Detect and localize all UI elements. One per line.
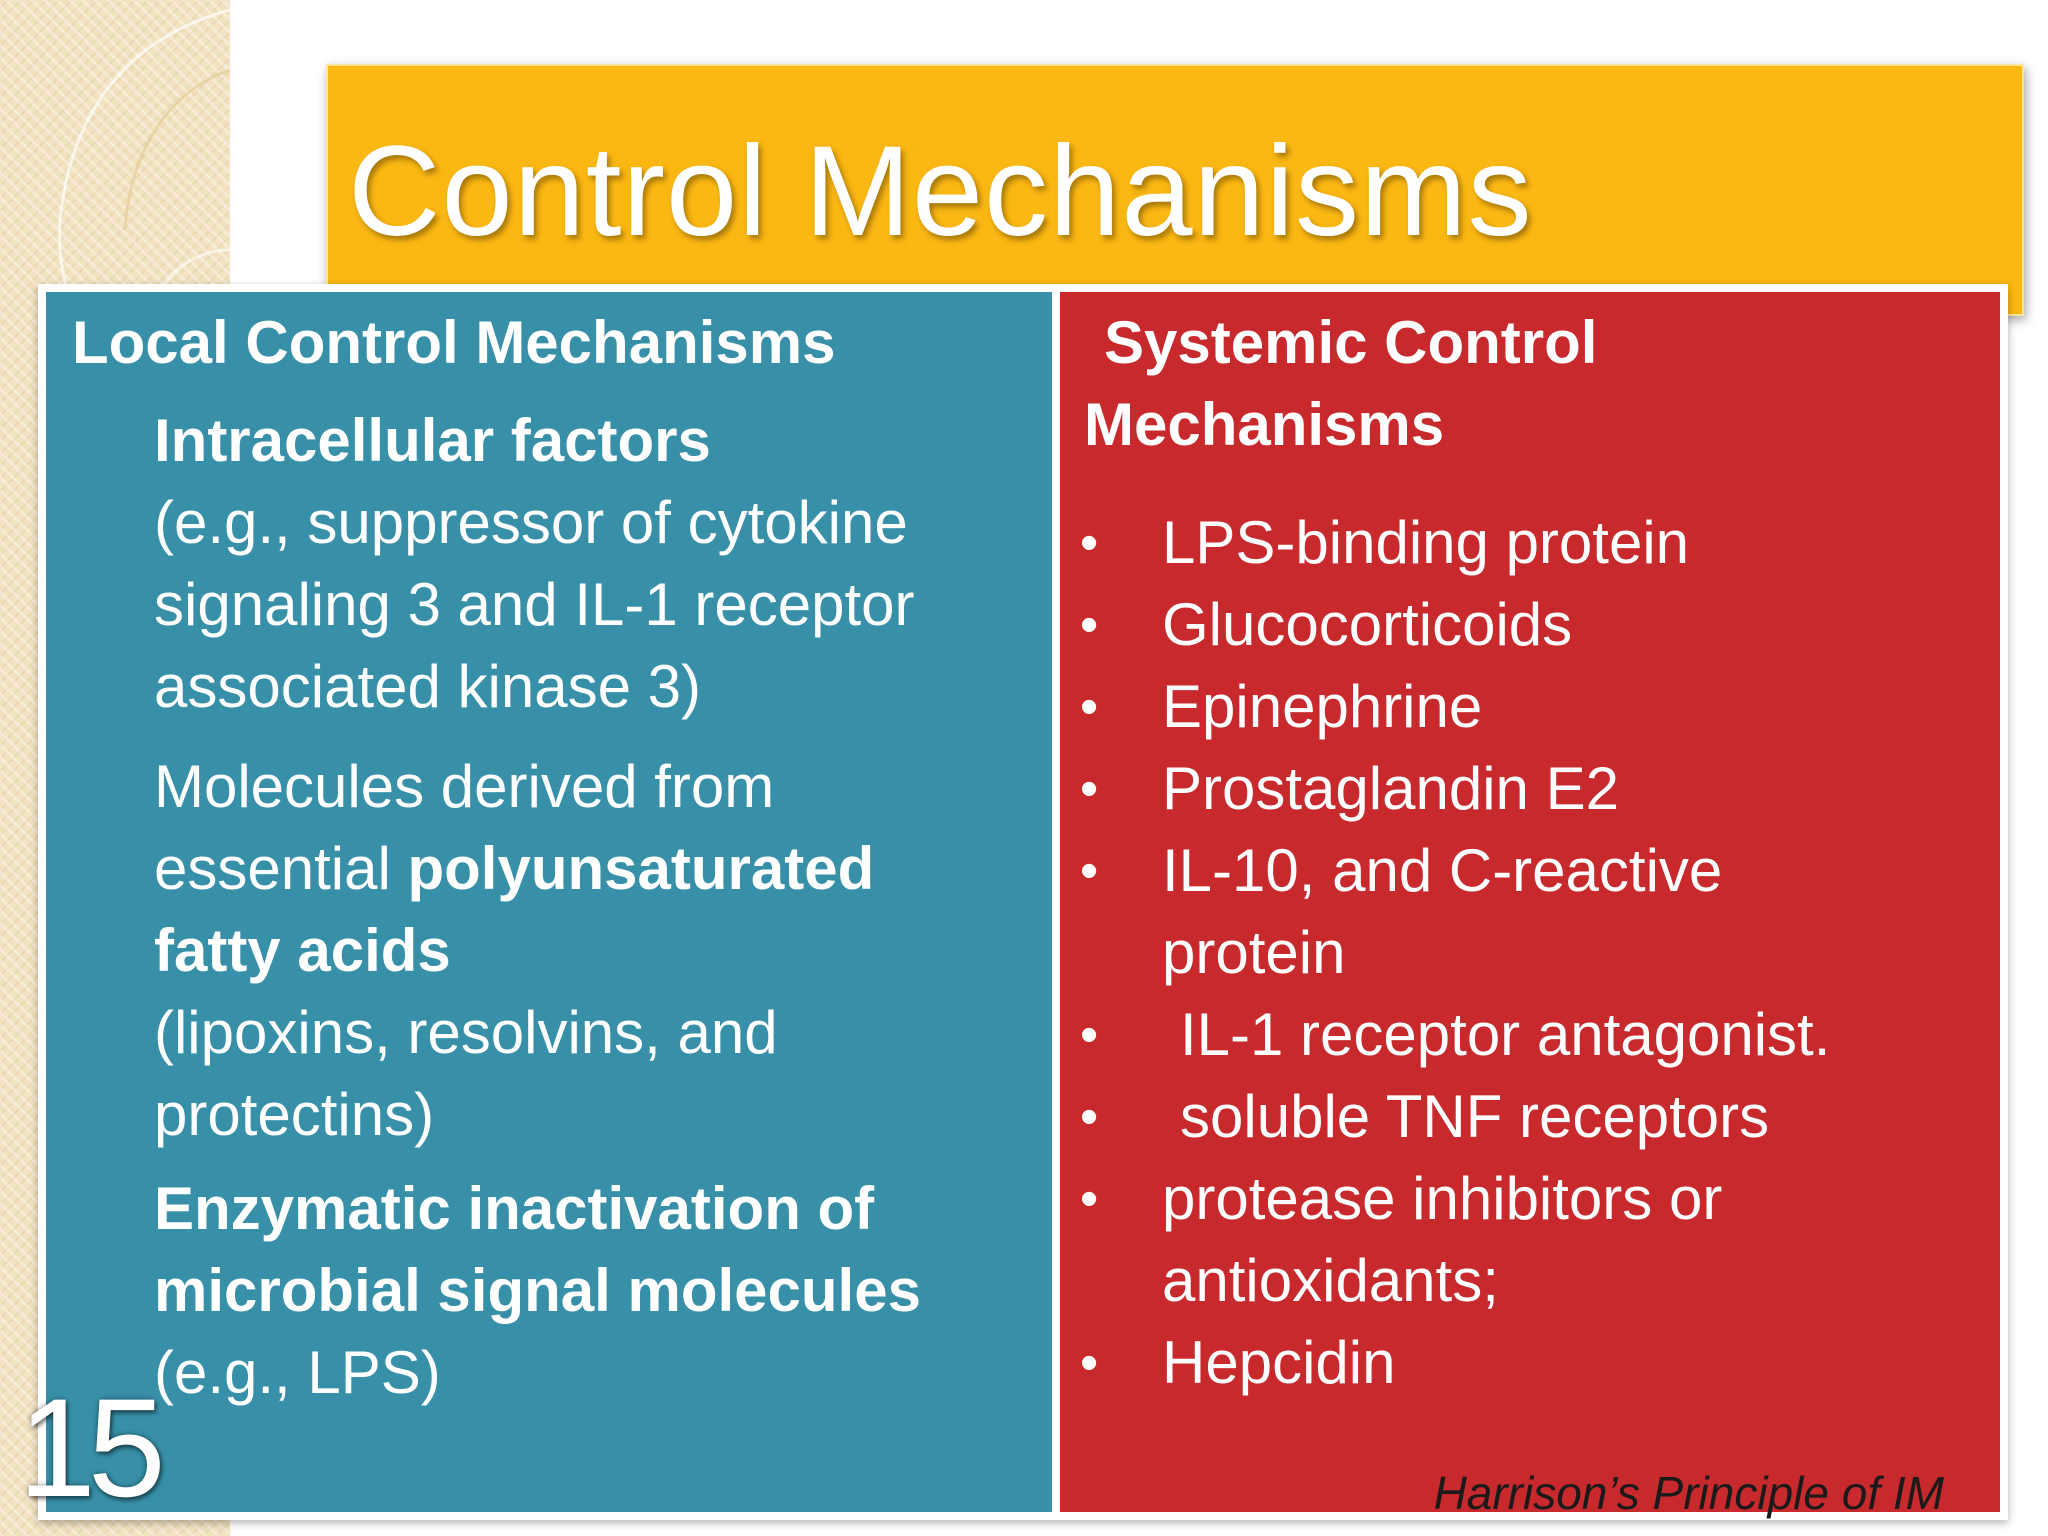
bullet-icon: • (1080, 1006, 1099, 1064)
bullet-icon: • (1080, 514, 1099, 572)
intracellular-factors-title: Intracellular factors (154, 407, 711, 474)
list-item: •IL-1 receptor antagonist. (1080, 994, 2002, 1076)
enzymatic-inactivation-line: (e.g., LPS) (154, 1339, 441, 1406)
list-item: •soluble TNF receptors (1080, 1076, 2002, 1158)
local-heading: Local Control Mechanisms (72, 309, 836, 376)
intracellular-factors-block: Intracellular factors (e.g., suppressor … (154, 400, 1054, 728)
intracellular-factors-line: signaling 3 and IL-1 receptor (154, 571, 915, 638)
fatty-acids-line: Molecules derived from (154, 753, 775, 820)
fatty-acids-bold: polyunsaturated (407, 835, 875, 902)
intracellular-factors-line: (e.g., suppressor of cytokine (154, 489, 908, 556)
content-frame: Local Control Mechanisms Intracellular f… (38, 284, 2008, 1520)
enzymatic-inactivation-title: microbial signal molecules (154, 1257, 921, 1324)
bullet-icon: • (1080, 1088, 1099, 1146)
intracellular-factors-line: associated kinase 3) (154, 653, 701, 720)
fatty-acids-line: (lipoxins, resolvins, and (154, 999, 778, 1066)
bullet-icon: • (1080, 760, 1099, 818)
bullet-icon: • (1080, 596, 1099, 654)
fatty-acids-line: protectins) (154, 1081, 435, 1148)
list-item: •Hepcidin (1080, 1322, 2002, 1404)
list-item: •Prostaglandin E2 (1080, 748, 2002, 830)
fatty-acids-line-mixed: essential polyunsaturated (154, 828, 1054, 910)
local-control-column: Local Control Mechanisms Intracellular f… (46, 292, 1052, 1512)
bullet-icon: • (1080, 1170, 1099, 1228)
slide-title: Control Mechanisms (348, 120, 1533, 263)
title-bar (326, 64, 2024, 316)
enzymatic-inactivation-block: Enzymatic inactivation of microbial sign… (154, 1168, 1054, 1414)
citation: Harrison’s Principle of IM (1433, 1467, 1944, 1519)
systemic-heading-line2: Mechanisms (1084, 391, 1445, 458)
systemic-list: •LPS-binding protein •Glucocorticoids •E… (1080, 502, 2002, 1404)
list-item: •protease inhibitors or (1080, 1158, 2002, 1240)
fatty-acids-prefix: essential (154, 835, 408, 902)
list-item-continuation: protein (1162, 919, 1346, 986)
bullet-icon: • (1080, 1334, 1099, 1392)
list-item-continuation: antioxidants; (1162, 1247, 1499, 1314)
list-item: •LPS-binding protein (1080, 502, 2002, 584)
enzymatic-inactivation-title: Enzymatic inactivation of (154, 1175, 875, 1242)
bullet-icon: • (1080, 678, 1099, 736)
slide-number: 15 (18, 1369, 166, 1526)
bullet-icon: • (1080, 842, 1099, 900)
fatty-acids-bold-line: fatty acids (154, 917, 451, 984)
systemic-control-column: Systemic Control Mechanisms •LPS-binding… (1060, 292, 2000, 1512)
systemic-heading-line1: Systemic Control (1104, 309, 1598, 376)
fatty-acids-block: Molecules derived from essential polyuns… (154, 746, 1054, 1156)
list-item: •Epinephrine (1080, 666, 2002, 748)
list-item: •IL-10, and C-reactive (1080, 830, 2002, 912)
list-item: •Glucocorticoids (1080, 584, 2002, 666)
